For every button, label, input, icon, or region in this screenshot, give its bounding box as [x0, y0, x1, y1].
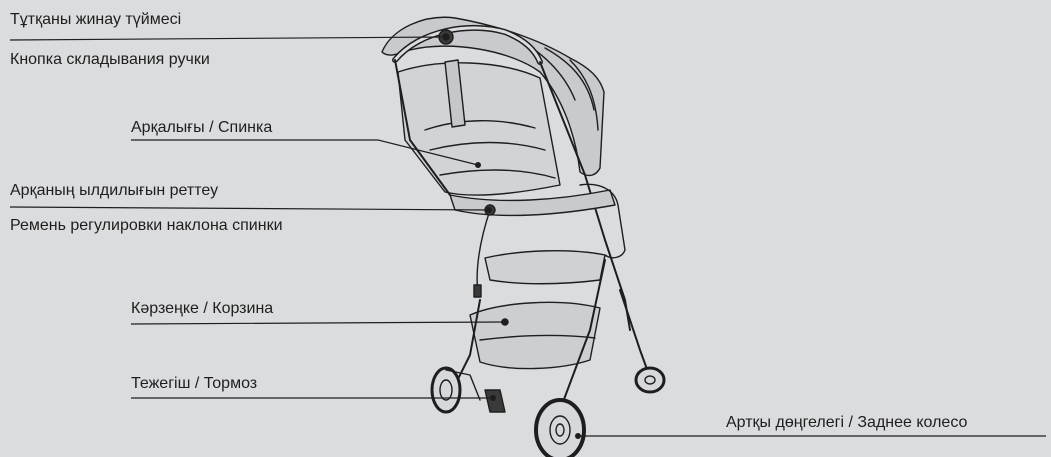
rear-wheel [536, 400, 584, 457]
footrest [485, 251, 605, 284]
label-fold-button-kz: Тұтқаны жинау түймесі [10, 12, 181, 28]
label-recline-kz: Арқаның ылдилығын реттеу [10, 183, 218, 199]
recline-strap [477, 210, 490, 295]
label-recline-ru: Ремень регулировки наклона спинки [10, 218, 283, 234]
seat-back [398, 63, 560, 195]
stroller-illustration [382, 17, 664, 457]
label-basket: Кәрзеңке / Корзина [131, 301, 273, 317]
label-backrest: Арқалығы / Спинка [131, 120, 272, 136]
front-wheel-right [636, 368, 664, 392]
leader-basket [131, 322, 504, 324]
leader-recline [10, 207, 489, 210]
leader-fold-button [10, 37, 446, 40]
label-brake: Тежегіш / Тормоз [131, 376, 257, 392]
front-wheel [432, 368, 480, 412]
brake-pedal [485, 390, 505, 412]
label-rear-wheel: Артқы дөңгелегі / Заднее колесо [726, 415, 967, 431]
label-fold-button-ru: Кнопка складывания ручки [10, 52, 210, 68]
